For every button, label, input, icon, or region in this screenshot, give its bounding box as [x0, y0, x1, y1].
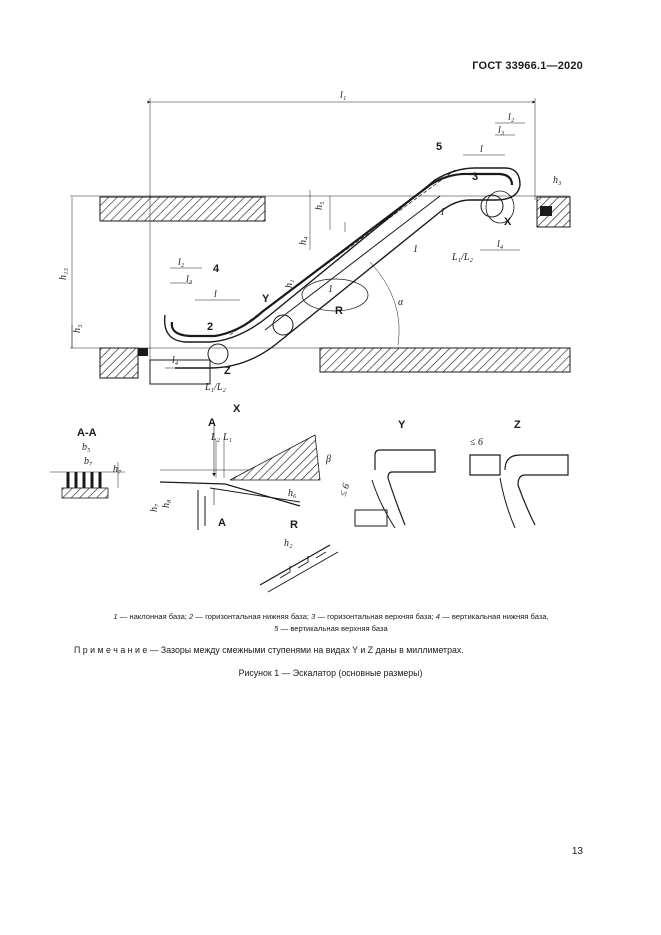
legend-n5: 5 [274, 624, 279, 633]
dim-l-bot: l [214, 289, 217, 300]
dim-h4: h₄ [298, 236, 309, 245]
legend-t5: — вертикальная верхняя база [278, 624, 388, 633]
dim-l3-bot: l₃ [186, 274, 193, 285]
dim-l4-right: l₄ [497, 239, 504, 250]
view-mark-y: Y [262, 293, 270, 305]
callout-4: 4 [213, 263, 220, 275]
dim-L1L2-left: L₁/L₂ [204, 382, 226, 393]
dim-l2-top: l₂ [508, 112, 515, 123]
detail-x-h6: h₆ [288, 488, 297, 499]
dim-l3-top: l₃ [498, 125, 505, 136]
view-mark-x: X [504, 216, 512, 228]
detail-y-gap: ≤ 6 [337, 482, 352, 498]
legend-n3: 3 [311, 612, 316, 621]
page-number: 13 [571, 846, 583, 857]
dim-l-top: l [480, 144, 483, 155]
note-text: — Зазоры между смежными ступенями на вид… [147, 645, 464, 655]
dim-h5: h₅ [314, 201, 325, 210]
callout-1b: 1 [413, 244, 418, 255]
detail-x-h8: h₈ [161, 499, 172, 508]
legend-n1: 1 [113, 612, 118, 621]
callout-2: 2 [207, 321, 213, 333]
detail-x-h7: h₇ [149, 503, 160, 512]
view-mark-r: R [335, 305, 343, 317]
escalator-drawing: l₁ l₂ l₃ l h₃ h₅ h₄ h₁ h₁₃ h₃ l₂ l₃ l l₄… [50, 90, 571, 593]
detail-x-L1: L₁ [222, 432, 232, 443]
detail-z-title: Z [514, 419, 521, 431]
dim-L1L2-right: L₁/L₂ [451, 252, 473, 263]
dim-h13: h₁₃ [58, 268, 69, 280]
legend-t4: — вертикальная нижняя база, [440, 612, 549, 621]
figure-legend: 1 — наклонная база; 2 — горизонтальная н… [50, 611, 612, 635]
note-prefix: П р и м е ч а н и е [74, 645, 148, 655]
detail-z: Z ≤ 6 [469, 419, 569, 529]
view-mark-z: Z [224, 365, 231, 377]
detail-aa-h7: h₇ [113, 464, 122, 475]
dim-h3-left: h₃ [72, 324, 83, 333]
legend-t3: — горизонтальная верхняя база; [315, 612, 436, 621]
main-dim-labels: l₁ l₂ l₃ l h₃ h₅ h₄ h₁ h₁₃ h₃ l₂ l₃ l l₄… [58, 90, 562, 393]
detail-x-a-top: А [208, 417, 216, 429]
detail-x-beta: β [325, 454, 331, 465]
figure-note: П р и м е ч а н и е — Зазоры между смежн… [74, 645, 594, 655]
detail-y: Y ≤ 6 [337, 419, 436, 529]
detail-x-a-bot: А [218, 517, 226, 529]
callout-3: 3 [472, 171, 478, 183]
legend-n4: 4 [435, 612, 440, 621]
dim-l1: l₁ [340, 90, 346, 101]
callout-1a: 1 [440, 207, 445, 218]
legend-t2: — горизонтальная нижняя база; [193, 612, 312, 621]
legend-n2: 2 [189, 612, 194, 621]
detail-aa-b5: b₅ [82, 442, 91, 453]
figure-caption: Рисунок 1 — Эскалатор (основные размеры) [238, 668, 423, 678]
detail-y-title: Y [398, 419, 406, 431]
detail-aa: А-А b₅ b₇ h₇ [50, 427, 125, 499]
detail-r-title: R [290, 519, 298, 531]
detail-x-title: X [233, 403, 241, 415]
lower-floor-slab [70, 347, 571, 385]
angle-alpha: α [398, 297, 404, 308]
detail-z-gap: ≤ 6 [470, 437, 483, 448]
detail-r: R h₂ [259, 519, 339, 593]
dim-l2-bot: l₂ [178, 257, 185, 268]
legend-t1: — наклонная база; [117, 612, 190, 621]
detail-aa-title: А-А [77, 427, 97, 439]
callout-1c: 1 [328, 284, 333, 295]
dim-l4-left: l₄ [172, 355, 179, 366]
detail-x-L2: L₂ [210, 432, 221, 443]
escalator-truss [138, 167, 552, 369]
document-code: ГОСТ 33966.1—2020 [472, 60, 583, 72]
detail-x: X А А L₂ L₁ β h₇ h₈ h₆ [149, 403, 331, 530]
detail-aa-b7: b₇ [84, 456, 93, 467]
detail-r-h2: h₂ [284, 538, 293, 549]
upper-floor-slab [70, 195, 571, 228]
callout-5: 5 [436, 141, 442, 153]
dim-h1: h₁ [284, 280, 295, 288]
dim-h3: h₃ [553, 175, 562, 186]
dimension-lines [71, 98, 536, 369]
